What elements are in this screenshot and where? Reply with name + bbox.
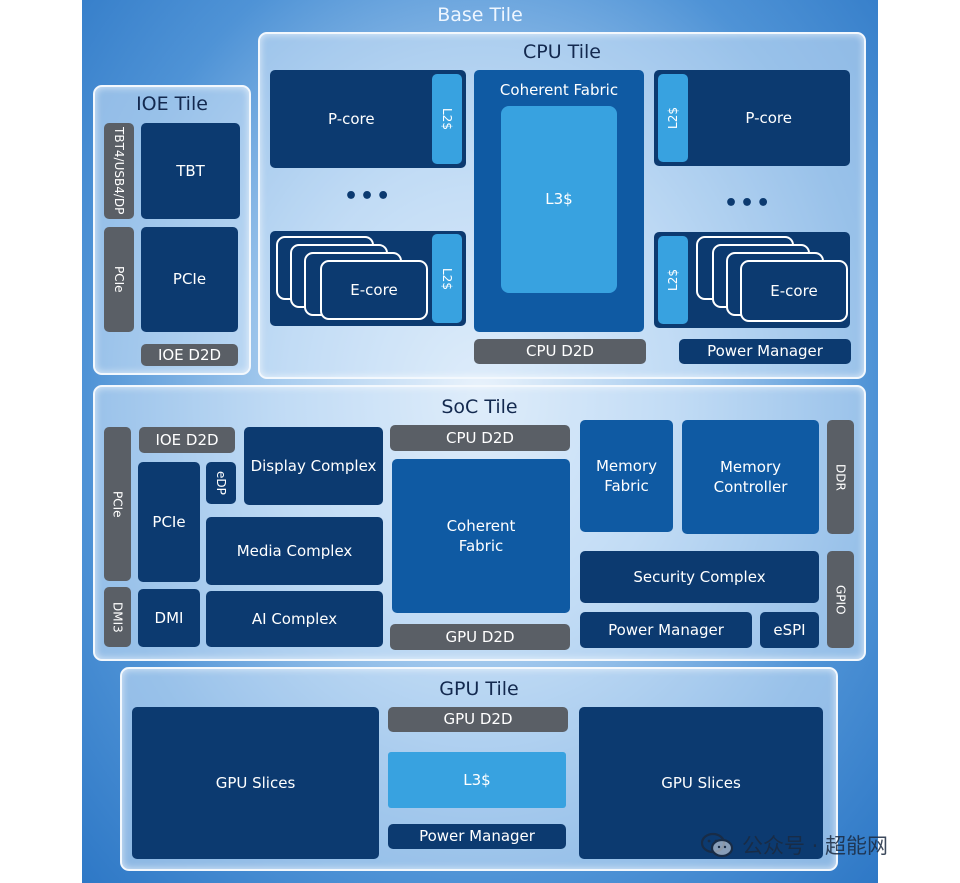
soc-pcie-side-port: PCIe: [104, 427, 131, 581]
watermark: 公众号 · 超能网: [700, 830, 888, 860]
cpu-ecore-left: E-core: [320, 260, 428, 320]
ioe-d2d-block: IOE D2D: [141, 344, 238, 366]
gpu-slices-left: GPU Slices: [132, 707, 379, 859]
soc-edp-block: eDP: [206, 462, 236, 504]
ioe-pcie-side-port: PCIe: [104, 227, 134, 332]
soc-security-complex: Security Complex: [580, 551, 819, 603]
soc-memory-controller: Memory Controller: [682, 420, 819, 534]
soc-memory-fabric: Memory Fabric: [580, 420, 673, 532]
soc-media-complex: Media Complex: [206, 517, 383, 585]
cpu-tile-title: CPU Tile: [523, 41, 601, 63]
cpu-power-manager: Power Manager: [679, 339, 851, 364]
soc-power-manager: Power Manager: [580, 612, 752, 648]
soc-dmi-block: DMI: [138, 589, 200, 647]
soc-ai-complex: AI Complex: [206, 591, 383, 647]
ioe-tbt-side-port: TBT4/USB4/DP: [104, 123, 134, 219]
gpu-d2d-block: GPU D2D: [388, 707, 568, 732]
cpu-d2d-block: CPU D2D: [474, 339, 646, 364]
watermark-text: 公众号 · 超能网: [742, 834, 889, 858]
soc-ioe-d2d-block: IOE D2D: [139, 427, 235, 453]
cpu-ecore-left-l2-cache: L2$: [432, 234, 462, 323]
ioe-tile-title: IOE Tile: [136, 93, 208, 115]
soc-tile-title: SoC Tile: [441, 396, 518, 418]
soc-gpio-port: GPIO: [827, 551, 854, 648]
wechat-icon: [700, 832, 734, 858]
cpu-more-cores-left-icon: •••: [344, 184, 393, 209]
ioe-tbt-block: TBT: [141, 123, 240, 219]
soc-coherent-fabric: Coherent Fabric: [392, 459, 570, 613]
gpu-tile-title: GPU Tile: [439, 678, 519, 700]
ioe-tile: IOE Tile TBT4/USB4/DP TBT PCIe PCIe IOE …: [93, 85, 251, 375]
cpu-pcore-left-l2-cache: L2$: [432, 74, 462, 164]
base-tile-title: Base Tile: [437, 4, 523, 26]
ioe-pcie-block: PCIe: [141, 227, 238, 332]
soc-cpu-d2d-block: CPU D2D: [390, 425, 570, 451]
soc-dmi3-side-port: DMI3: [104, 587, 131, 647]
cpu-ecore-right-l2-cache: L2$: [658, 236, 688, 324]
cpu-tile: CPU Tile P-core L2$ ••• E-core L2$ Coher…: [258, 32, 866, 379]
soc-display-complex: Display Complex: [244, 427, 383, 505]
soc-espi-block: eSPI: [760, 612, 819, 648]
soc-tile: SoC Tile PCIe DMI3 IOE D2D PCIe eDP DMI …: [93, 385, 866, 661]
cpu-pcore-right-l2-cache: L2$: [658, 74, 688, 162]
gpu-tile: GPU Tile GPU Slices GPU D2D L3$ Power Ma…: [120, 667, 838, 871]
cpu-ecore-right: E-core: [740, 260, 848, 322]
cpu-more-cores-right-icon: •••: [724, 191, 773, 216]
gpu-l3-cache: L3$: [388, 752, 566, 808]
soc-pcie-block: PCIe: [138, 462, 200, 582]
gpu-slices-right: GPU Slices: [579, 707, 823, 859]
soc-ddr-port: DDR: [827, 420, 854, 534]
gpu-power-manager: Power Manager: [388, 824, 566, 849]
soc-gpu-d2d-block: GPU D2D: [390, 624, 570, 650]
cpu-l3-cache: L3$: [501, 106, 617, 293]
